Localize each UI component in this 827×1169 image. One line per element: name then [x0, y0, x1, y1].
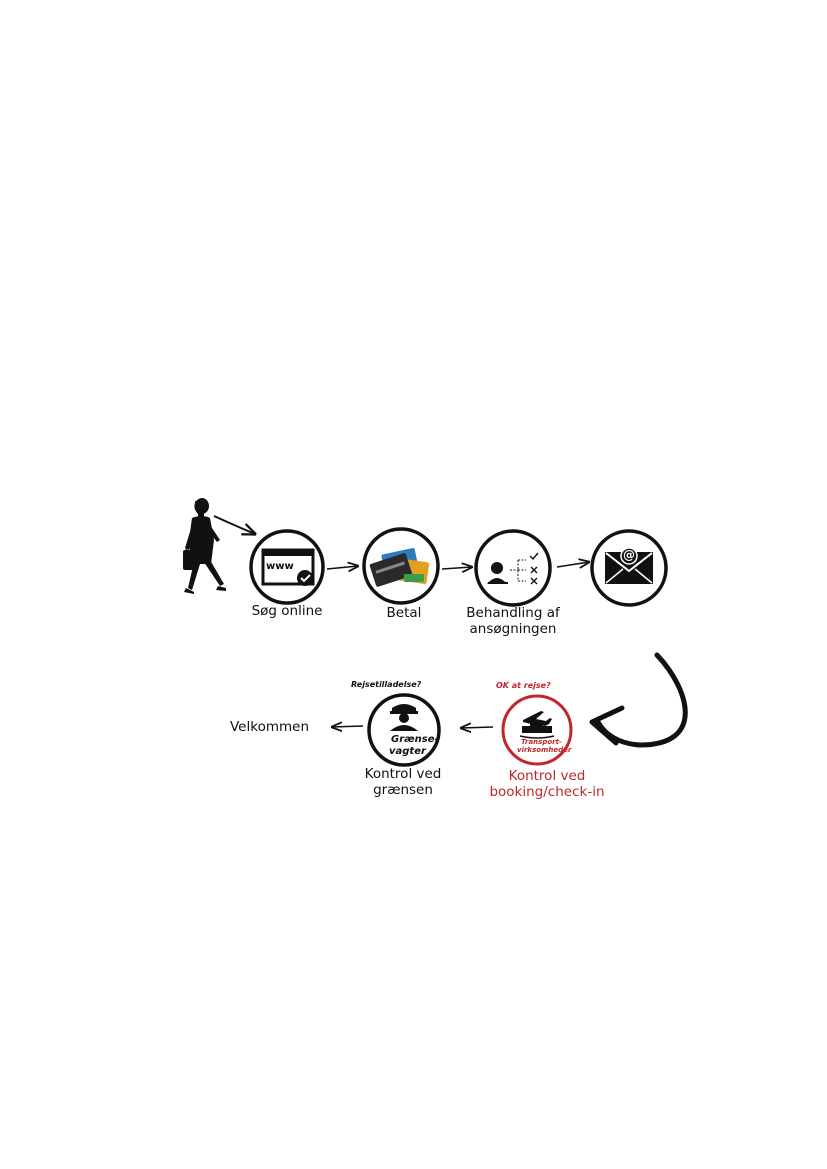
arrow-to-email	[556, 562, 589, 567]
border-check-label-line2: grænsen	[373, 782, 433, 798]
return-arrow-head	[589, 705, 625, 746]
border-guard-icon	[367, 693, 441, 767]
pay-label: Betal	[386, 605, 422, 621]
search-online-label: Søg online	[251, 603, 323, 619]
arrow-to-search	[213, 515, 255, 534]
carrier-question: OK at rejse?	[496, 681, 551, 690]
carrier-check-label-line1: Kontrol ved	[508, 768, 586, 784]
at-icon-text: @	[623, 548, 635, 562]
border-icon-text-line1: Grænse-	[391, 734, 439, 745]
processing-label-line1: Behandling af	[466, 605, 560, 621]
www-icon-text: www	[266, 561, 294, 572]
border-icon-text-line2: vagter	[389, 746, 426, 757]
credit-cards-icon	[362, 527, 440, 605]
return-arrow	[595, 652, 688, 748]
carrier-check-label-line2: booking/check-in	[489, 784, 605, 800]
email-envelope-icon	[590, 529, 668, 607]
arrow-to-processing	[441, 567, 472, 569]
welcome-label: Velkommen	[230, 719, 310, 735]
carrier-check-icon	[501, 694, 573, 766]
arrow-to-border	[461, 727, 494, 728]
carrier-icon-text-line1: Transport-	[521, 738, 562, 746]
border-check-label-line1: Kontrol ved	[364, 766, 442, 782]
traveller-silhouette-icon	[183, 498, 226, 594]
arrow-to-pay	[326, 566, 358, 569]
application-processing-icon	[474, 529, 552, 607]
border-question: Rejsetilladelse?	[351, 680, 422, 689]
carrier-icon-text-line2: virksomheder	[517, 746, 572, 754]
search-online-icon	[249, 529, 325, 605]
processing-label-line2: ansøgningen	[469, 621, 557, 637]
arrow-to-welcome	[332, 726, 364, 727]
